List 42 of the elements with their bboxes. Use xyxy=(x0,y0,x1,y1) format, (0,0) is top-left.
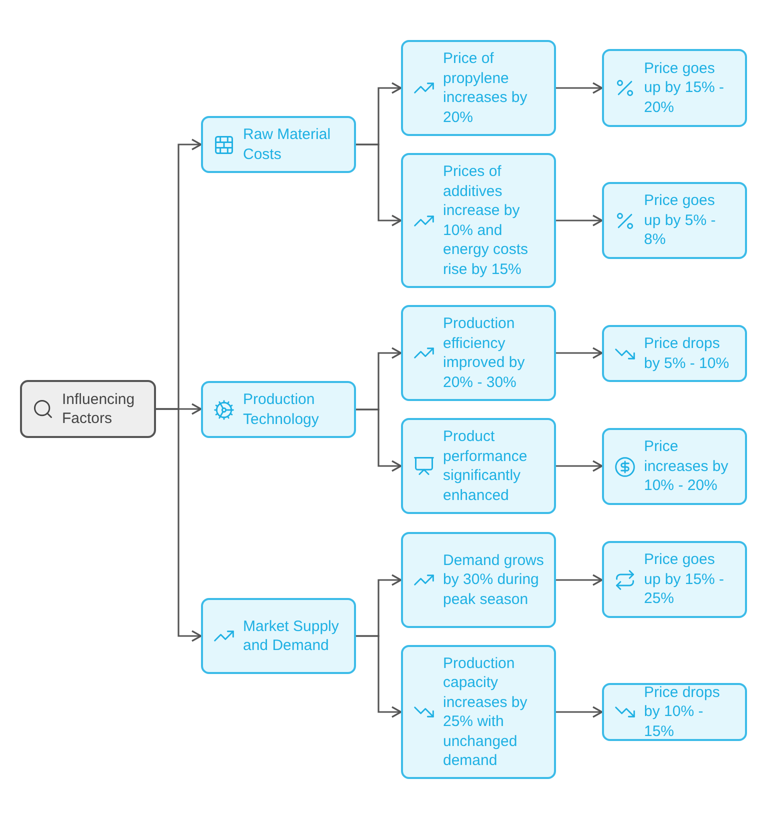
connector-arrow xyxy=(556,347,603,359)
cause-box xyxy=(401,532,556,628)
node-label: Influencing Factors xyxy=(62,390,136,428)
cause-box xyxy=(401,153,556,288)
connector-arrow xyxy=(556,706,603,718)
connector-arrow xyxy=(156,408,202,642)
cause-box xyxy=(401,645,556,779)
node-label: Prices of additives increase by 10% and energy costs rise by 15% xyxy=(443,162,530,279)
cause-box xyxy=(401,305,556,401)
cause-box xyxy=(401,40,556,136)
effect-box xyxy=(602,182,747,259)
category-box xyxy=(201,598,356,674)
node-label: Price drops by 5% - 10% xyxy=(644,334,730,373)
node-label: Market Supply and Demand xyxy=(243,616,340,656)
connector-arrow xyxy=(356,635,402,718)
node-label: Raw Material Costs xyxy=(243,125,332,164)
effect-box xyxy=(602,325,747,382)
connector-arrow xyxy=(556,460,603,472)
connector-arrow xyxy=(356,408,402,472)
effect-box xyxy=(602,541,747,618)
category-box xyxy=(201,116,356,173)
connector-arrow xyxy=(556,574,603,586)
node-label: Price increases by 10% - 20% xyxy=(644,437,730,496)
node-label: Price goes up by 5% - 8% xyxy=(644,191,717,250)
category-box xyxy=(201,381,356,438)
effect-box xyxy=(602,49,747,127)
node-label: Production efficiency improved by 20% - 30% xyxy=(443,314,526,392)
node-label: Price goes up by 15% - 20% xyxy=(644,58,726,118)
root-box xyxy=(20,380,156,438)
cause-box xyxy=(401,418,556,514)
connector-arrow xyxy=(556,82,603,94)
node-label: Product performance significantly enhanced xyxy=(443,427,528,505)
node-label: Price drops by 10% - 15% xyxy=(644,682,721,742)
node-label: Price goes up by 15% - 25% xyxy=(644,550,726,609)
effect-box xyxy=(602,683,747,741)
node-label: Price of propylene increases by 20% xyxy=(443,49,528,127)
node-label: Production capacity increases by 25% with unchanged demand xyxy=(443,654,528,770)
connector-arrow xyxy=(356,144,402,226)
connector-arrow xyxy=(556,214,603,226)
node-label: Demand grows by 30% during peak season xyxy=(443,550,544,610)
node-label: Production Technology xyxy=(243,390,320,429)
effect-box xyxy=(602,428,747,505)
